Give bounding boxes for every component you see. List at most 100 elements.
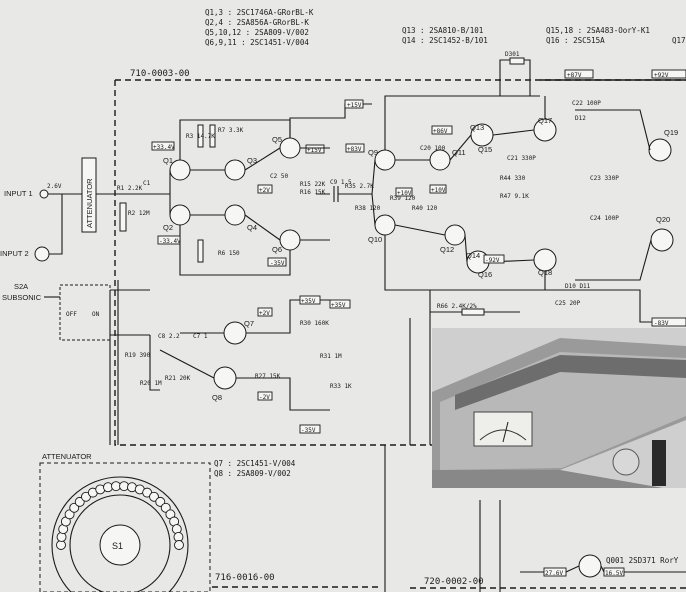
subsonic-label: SUBSONIC [2,293,42,302]
power-board-label: 720-0002-00 [424,577,484,587]
svg-text:D301: D301 [505,51,520,58]
stage3: Q13 Q14 Q15 Q16 Q17 Q18 R44 330 R47 9.1K… [449,96,557,290]
svg-text:R33 1K: R33 1K [330,383,352,390]
svg-text:R21 20K: R21 20K [165,375,191,382]
attenuator-board-label: 716-0016-00 [215,573,275,583]
svg-text:+15V: +15V [307,147,322,154]
subsonic-stage: Q7 Q8 R19 390 R20 1M R21 20K C7 1 C8 2.2… [125,299,352,411]
volume-knob [612,448,640,476]
svg-text:+2V: +2V [259,187,270,194]
s2a-label: S2A [14,282,28,291]
input2-label: INPUT 2 [0,249,29,258]
svg-text:Q12: Q12 [440,245,454,254]
svg-text:R2 12M: R2 12M [128,210,150,217]
svg-text:Q19: Q19 [664,128,678,137]
svg-text:R30 160K: R30 160K [300,320,329,327]
svg-text:Q11: Q11 [452,148,466,157]
q001-note: Q001 2SD371 RorY [606,556,679,565]
input1-jack [39,189,49,199]
svg-text:C25 20P: C25 20P [555,300,581,307]
svg-text:D10 D11: D10 D11 [565,283,591,290]
header-right-list: Q15,18 : 2SA483-OorY-K1 Q16 : 2SC515A Q1… [546,26,686,45]
svg-text:C7 1: C7 1 [193,333,208,340]
svg-text:Q1: Q1 [163,156,173,165]
svg-text:16.5V: 16.5V [605,570,623,577]
svg-text:+15V: +15V [347,102,362,109]
svg-text:-83V: -83V [654,320,669,327]
svg-text:R19 390: R19 390 [125,352,151,359]
svg-text:Q5,10,12 : 2SA809-V/002: Q5,10,12 : 2SA809-V/002 [205,28,309,37]
svg-text:R47 9.1K: R47 9.1K [500,193,529,200]
q7-note: Q7 : 2SC1451-V/004 [214,459,296,468]
main-board-label: 710-0003-00 [130,69,190,79]
svg-text:Q2: Q2 [163,223,173,232]
svg-text:+35V: +35V [331,302,346,309]
attenuator-contact [103,482,113,493]
svg-text:Q13 : 2SA810-B/101: Q13 : 2SA810-B/101 [402,26,483,35]
svg-text:C9 1.5: C9 1.5 [330,179,352,186]
svg-text:+92V: +92V [654,72,669,79]
svg-text:+2V: +2V [259,310,270,317]
svg-text:Q13: Q13 [470,123,484,132]
svg-text:C8 2.2: C8 2.2 [158,333,180,340]
stage2: Q9 Q10 Q11 Q12 R38 120 R39 120 R40 120 C… [355,95,540,291]
stage1: Q1 Q2 Q3 Q4 Q5 Q6 R3 14.7K R7 3.3K R6 15… [150,119,326,276]
svg-text:+33.4V: +33.4V [153,144,175,151]
svg-text:R66 2.4K/2%: R66 2.4K/2% [437,303,477,310]
attenuator-block-label: ATTENUATOR [85,178,94,228]
svg-text:Q14 : 2SC1452-B/101: Q14 : 2SC1452-B/101 [402,36,488,45]
svg-text:Q10: Q10 [368,235,382,244]
svg-text:R6 150: R6 150 [218,250,240,257]
svg-text:Q17: Q17 [538,116,552,125]
attenuator-contact [174,540,184,550]
svg-text:R16 15K: R16 15K [300,189,326,196]
svg-text:R31 1M: R31 1M [320,353,342,360]
svg-text:Q1,3 : 2SC1746A-GRorBL-K: Q1,3 : 2SC1746A-GRorBL-K [205,8,314,17]
svg-text:R27 15K: R27 15K [255,373,281,380]
svg-text:Q2,4 : 2SA856A-GRorBL-K: Q2,4 : 2SA856A-GRorBL-K [205,18,309,27]
svg-text:+83V: +83V [347,146,362,153]
svg-text:+87V: +87V [567,72,582,79]
svg-text:C2 50: C2 50 [270,173,288,180]
svg-text:Q16: Q16 [478,270,492,279]
svg-text:Q5: Q5 [272,135,282,144]
svg-text:R39 120: R39 120 [390,195,416,202]
attenuator-contact [119,481,129,492]
rack-handle [652,440,666,486]
svg-text:C1: C1 [143,180,151,187]
svg-text:R35 2.7K: R35 2.7K [345,183,374,190]
svg-text:-35V: -35V [270,260,285,267]
svg-text:R40 120: R40 120 [412,205,438,212]
svg-text:R7 3.3K: R7 3.3K [218,127,244,134]
svg-text:Q6: Q6 [272,245,282,254]
svg-text:Q3: Q3 [247,156,257,165]
svg-text:+86V: +86V [433,128,448,135]
svg-text:C23 330P: C23 330P [590,175,619,182]
svg-text:Q4: Q4 [247,223,257,232]
svg-text:Q15: Q15 [478,145,492,154]
svg-text:C24 100P: C24 100P [590,215,619,222]
input1-label: INPUT 1 [4,189,33,198]
attenuator-contacts [56,481,184,550]
svg-text:Q6,9,11 : 2SC1451-V/004: Q6,9,11 : 2SC1451-V/004 [205,38,309,47]
input2-jack [34,246,50,262]
svg-text:Q9: Q9 [368,148,378,157]
svg-text:Q16 : 2SC515A: Q16 : 2SC515A [546,36,605,45]
svg-text:R20 1M: R20 1M [140,380,162,387]
q001-transistor [578,554,602,578]
svg-text:-35V: -35V [301,427,316,434]
svg-text:-33.4V: -33.4V [159,238,181,245]
svg-text:R38 120: R38 120 [355,205,381,212]
svg-text:R3 14.7K: R3 14.7K [186,133,215,140]
svg-text:+35V: +35V [301,298,316,305]
svg-text:OFF: OFF [66,311,77,318]
header-left-list: Q1,3 : 2SC1746A-GRorBL-K Q2,4 : 2SA856A-… [205,8,314,47]
svg-text:Q14: Q14 [466,251,480,260]
output-stage: Q19 Q20 C22 100P C23 330P C24 100P C25 2… [555,100,678,307]
svg-text:C21 330P: C21 330P [507,155,536,162]
svg-text:D12: D12 [575,115,586,122]
svg-text:Q8: Q8 [212,393,222,402]
svg-text:C22 100P: C22 100P [572,100,601,107]
svg-text:Q20: Q20 [656,215,670,224]
